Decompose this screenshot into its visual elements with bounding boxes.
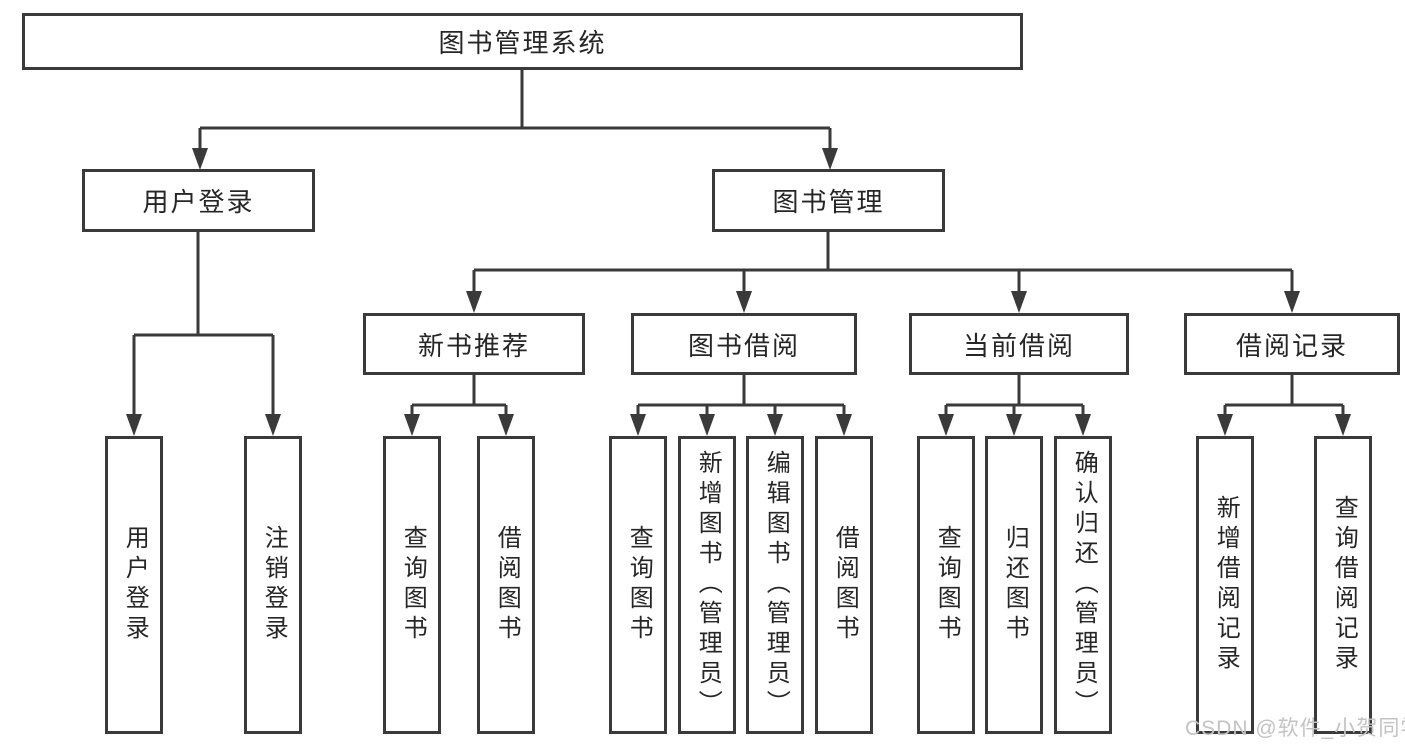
leaf-label: 新增图书（管理员） — [694, 450, 722, 720]
leaf-query-books-borrowing: 查询图书 — [609, 436, 667, 734]
leaf-add-books-admin: 新增图书（管理员） — [678, 436, 736, 734]
node-label: 图书管理 — [772, 187, 885, 217]
leaf-confirm-return-admin: 确认归还（管理员） — [1054, 436, 1112, 734]
leaf-edit-books-admin: 编辑图书（管理员） — [746, 436, 804, 734]
leaf-label: 借阅图书 — [831, 525, 859, 645]
node-book-management: 图书管理 — [712, 169, 945, 232]
leaf-label: 确认归还（管理员） — [1070, 450, 1098, 720]
arrowhead-icons — [126, 148, 1351, 436]
leaf-label: 查询借阅记录 — [1330, 495, 1358, 675]
node-user-login: 用户登录 — [82, 169, 315, 232]
node-label: 图书管理系统 — [438, 28, 607, 58]
leaf-label: 用户登录 — [121, 525, 149, 645]
leaf-query-books-recommend: 查询图书 — [383, 436, 441, 734]
leaf-label: 注销登录 — [260, 525, 288, 645]
leaf-add-borrow-record: 新增借阅记录 — [1196, 436, 1254, 734]
leaf-borrow-books-recommend: 借阅图书 — [477, 436, 535, 734]
leaf-user-login: 用户登录 — [105, 436, 163, 734]
node-borrowing-records: 借阅记录 — [1184, 313, 1400, 375]
node-label: 用户登录 — [142, 187, 255, 217]
leaf-label: 查询图书 — [933, 525, 961, 645]
node-label: 当前借阅 — [962, 330, 1075, 361]
node-label: 图书借阅 — [687, 330, 800, 361]
leaf-label: 归还图书 — [1001, 525, 1029, 645]
leaf-query-borrow-record: 查询借阅记录 — [1314, 436, 1372, 734]
leaf-label: 新增借阅记录 — [1212, 495, 1240, 675]
leaf-label: 查询图书 — [625, 525, 653, 645]
leaf-label: 借阅图书 — [493, 525, 521, 645]
node-label: 新书推荐 — [417, 330, 530, 361]
leaf-query-books-current: 查询图书 — [917, 436, 975, 734]
leaf-borrow-books-borrowing: 借阅图书 — [815, 436, 873, 734]
node-current-borrowing: 当前借阅 — [909, 313, 1129, 375]
node-label: 借阅记录 — [1235, 330, 1348, 361]
leaf-label: 查询图书 — [399, 525, 427, 645]
node-library-system: 图书管理系统 — [22, 13, 1023, 70]
watermark: CSDN @软件_小贺同学 — [1185, 717, 1405, 740]
leaf-label: 编辑图书（管理员） — [762, 450, 790, 720]
leaf-return-books: 归还图书 — [985, 436, 1043, 734]
node-book-borrowing: 图书借阅 — [631, 313, 857, 375]
leaf-logout: 注销登录 — [244, 436, 302, 734]
node-new-book-recommend: 新书推荐 — [363, 313, 585, 375]
